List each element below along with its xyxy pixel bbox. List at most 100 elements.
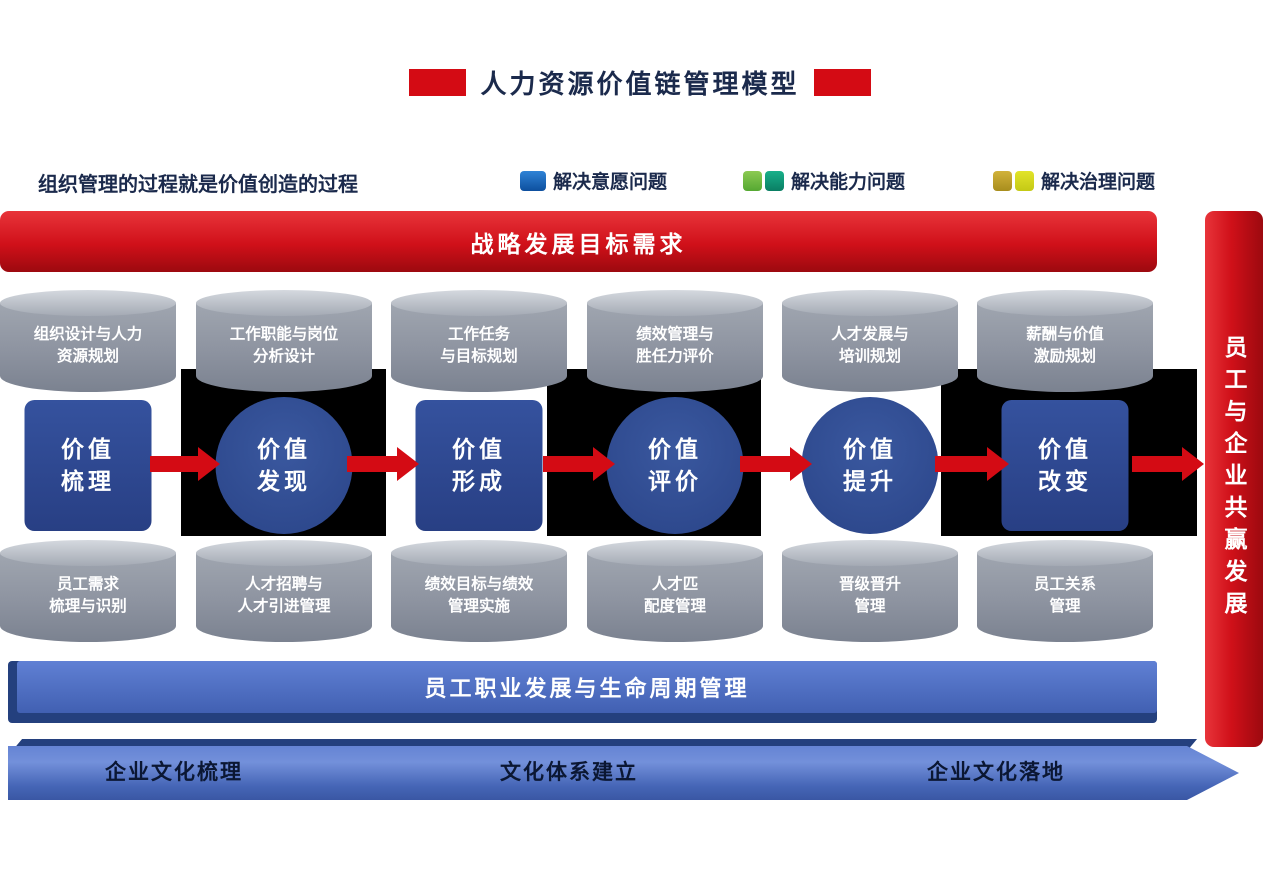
bottom-cylinder: 绩效目标与绩效 管理实施 <box>391 540 567 642</box>
cylinder-top-ellipse <box>0 540 176 566</box>
cylinder-label: 工作任务 与目标规划 <box>395 324 563 367</box>
flow-arrow-icon <box>1132 447 1204 481</box>
legend-swatch-green-icon <box>743 170 784 191</box>
cylinder-top-ellipse <box>0 290 176 316</box>
cylinder-label-line: 员工需求 <box>56 576 119 593</box>
page-title: 人力资源价值链管理模型 <box>480 69 800 99</box>
core-node-value-formation: 价值 形成 <box>415 400 543 531</box>
legend-swatch-gold <box>993 170 1012 191</box>
flow-column-1: 组织设计与人力 资源规划 价值 梳理 员工需求 梳理与识别 <box>0 290 176 642</box>
culture-step-label: 企业文化落地 <box>927 761 1065 784</box>
cylinder-top-ellipse <box>391 540 567 566</box>
legend-item-willingness: 解决意愿问题 <box>520 167 667 194</box>
cylinder-top-ellipse <box>196 540 372 566</box>
bottom-cylinder: 人才匹 配度管理 <box>587 540 763 642</box>
arrow-shaft <box>543 456 595 472</box>
core-node-value-promotion: 价值 提升 <box>801 397 939 534</box>
top-cylinder: 组织设计与人力 资源规划 <box>0 290 176 392</box>
core-label-line: 价值 <box>1038 436 1092 463</box>
cylinder-label: 人才匹 配度管理 <box>591 574 759 617</box>
cylinder-label-line: 分析设计 <box>252 347 315 365</box>
culture-step-label: 企业文化梳理 <box>105 761 243 784</box>
cylinder-label-line: 人才招聘与 <box>245 576 323 593</box>
flow-column-2: 工作职能与岗位 分析设计 价值 发现 人才招聘与 人才引进管理 <box>196 290 372 642</box>
arrow-head <box>790 447 812 481</box>
title-accent-block-right <box>813 69 871 96</box>
flow-arrow-icon <box>150 447 220 481</box>
win-win-ribbon-label: 员工与企业共赢发展 <box>1221 335 1247 623</box>
arrow-head <box>987 447 1009 481</box>
legend-swatch-yellow-icon <box>993 170 1034 191</box>
cylinder-label-line: 资源规划 <box>56 347 119 365</box>
legend-swatch-green-light <box>743 170 762 191</box>
bottom-cylinder: 晋级晋升 管理 <box>782 540 958 642</box>
legend-swatch-green-dark <box>765 170 784 191</box>
cylinder-label: 薪酬与价值 激励规划 <box>981 324 1149 367</box>
cylinder-label-line: 管理 <box>1049 597 1081 615</box>
cylinder-top-ellipse <box>782 290 958 316</box>
core-label-line: 评价 <box>648 467 702 494</box>
legend-item-capability: 解决能力问题 <box>743 167 905 194</box>
flow-column-4: 绩效管理与 胜任力评价 价值 评价 人才匹 配度管理 <box>587 290 763 642</box>
cylinder-label-line: 人才匹 <box>651 576 699 593</box>
cylinder-label: 工作职能与岗位 分析设计 <box>200 324 368 367</box>
legend-swatch-blue-icon <box>520 170 546 191</box>
core-label-line: 梳理 <box>61 467 115 494</box>
cylinder-body <box>391 303 567 392</box>
cylinder-label-line: 员工关系 <box>1033 576 1096 593</box>
cylinder-body <box>587 303 763 392</box>
legend-swatch-yellow <box>1015 170 1034 191</box>
arrow-head <box>593 447 615 481</box>
cylinder-label-line: 管理 <box>854 597 886 615</box>
cylinder-label-line: 配度管理 <box>643 597 706 615</box>
arrow-shaft <box>740 456 792 472</box>
legend-label: 解决能力问题 <box>791 172 906 193</box>
top-cylinder: 工作任务 与目标规划 <box>391 290 567 392</box>
arrow-shaft <box>935 456 989 472</box>
cylinder-label: 绩效目标与绩效 管理实施 <box>395 574 563 617</box>
cylinder-label-line: 绩效目标与绩效 <box>424 576 534 593</box>
cylinder-body <box>977 303 1153 392</box>
legend-label: 解决意愿问题 <box>553 172 668 193</box>
core-node-value-discovery: 价值 发现 <box>215 397 353 534</box>
arrow-head <box>1182 447 1204 481</box>
cylinder-label-line: 晋级晋升 <box>838 576 901 593</box>
bottom-cylinder: 员工关系 管理 <box>977 540 1153 642</box>
top-cylinder: 工作职能与岗位 分析设计 <box>196 290 372 392</box>
career-banner-label: 员工职业发展与生命周期管理 <box>424 676 750 701</box>
core-node-value-evaluation: 价值 评价 <box>606 397 744 534</box>
cylinder-body <box>196 303 372 392</box>
cylinder-top-ellipse <box>977 290 1153 316</box>
cylinder-label: 晋级晋升 管理 <box>786 574 954 617</box>
cylinder-label-line: 梳理与识别 <box>49 597 127 615</box>
cylinder-top-ellipse <box>391 290 567 316</box>
cylinder-body <box>977 553 1153 642</box>
flow-column-5: 人才发展与 培训规划 价值 提升 晋级晋升 管理 <box>782 290 958 642</box>
cylinder-label: 员工关系 管理 <box>981 574 1149 617</box>
bottom-cylinder: 员工需求 梳理与识别 <box>0 540 176 642</box>
cylinder-label-line: 绩效管理与 <box>636 326 714 343</box>
career-banner-face: 员工职业发展与生命周期管理 <box>17 661 1157 713</box>
core-label-line: 价值 <box>648 436 702 463</box>
core-label-line: 价值 <box>843 436 897 463</box>
cylinder-label: 组织设计与人力 资源规划 <box>4 324 172 367</box>
core-label-line: 发现 <box>257 467 311 494</box>
cylinder-label-line: 激励规划 <box>1033 347 1096 365</box>
cylinder-body <box>587 553 763 642</box>
cylinder-label-line: 人才发展与 <box>831 326 909 343</box>
cylinder-body <box>0 303 176 392</box>
cylinder-body <box>0 553 176 642</box>
cylinder-label-line: 工作任务 <box>447 326 510 343</box>
flow-arrow-icon <box>740 447 812 481</box>
core-label-line: 提升 <box>843 467 897 494</box>
core-node-value-change: 价值 改变 <box>1001 400 1129 531</box>
cylinder-label-line: 组织设计与人力 <box>33 326 143 343</box>
culture-bar-face <box>8 746 1239 800</box>
flow-column-3: 工作任务 与目标规划 价值 形成 绩效目标与绩效 管理实施 <box>391 290 567 642</box>
flow-column-6: 薪酬与价值 激励规划 价值 改变 员工关系 管理 <box>977 290 1153 642</box>
cylinder-label-line: 工作职能与岗位 <box>229 326 339 343</box>
cylinder-body <box>391 553 567 642</box>
arrow-head <box>198 447 220 481</box>
cylinder-label-line: 管理实施 <box>447 597 510 615</box>
